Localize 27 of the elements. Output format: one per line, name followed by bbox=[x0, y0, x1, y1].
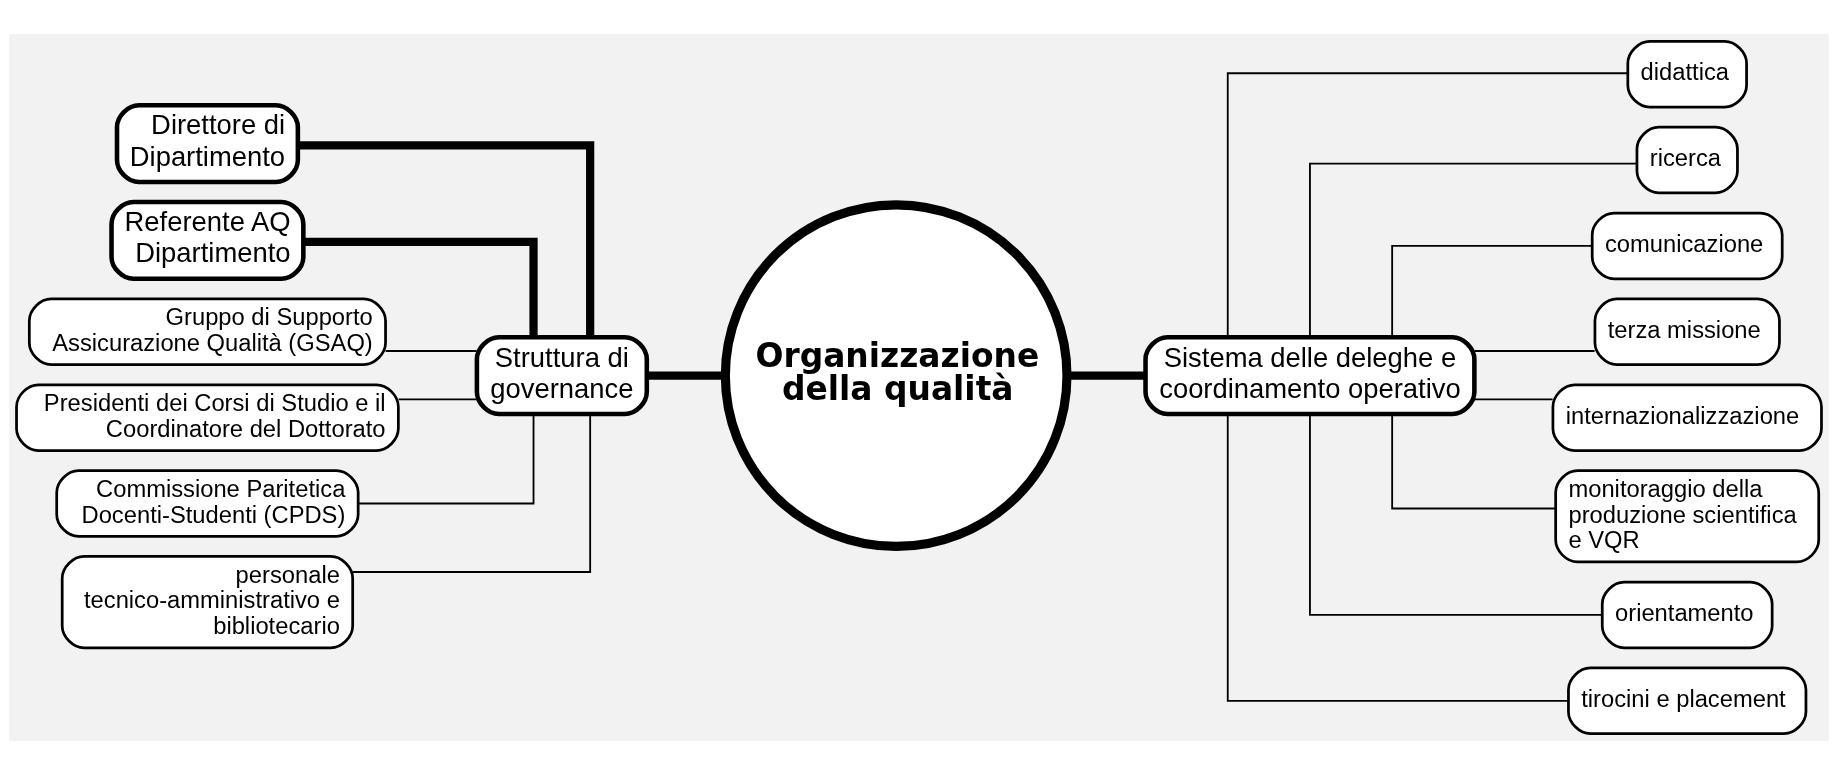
node-box: Struttura di governance bbox=[474, 334, 650, 416]
connector bbox=[397, 397, 478, 400]
connector bbox=[351, 413, 592, 573]
connector bbox=[303, 237, 538, 337]
node-box: ricerca bbox=[1635, 125, 1739, 194]
connector bbox=[1391, 244, 1593, 338]
node-box: personale tecnico-amministrativo e bibliotecario bbox=[60, 554, 355, 649]
node-box: terza missione bbox=[1593, 297, 1781, 366]
node-box: Presidenti dei Corsi di Studio e il Coordinatore del Dottorato bbox=[15, 382, 400, 452]
node-box: Commissione Paritetica Docenti-Studenti (CPDS) bbox=[55, 468, 360, 538]
connector bbox=[298, 140, 595, 337]
node-box: comunicazione bbox=[1590, 211, 1784, 280]
node-box: tirocini e placement bbox=[1567, 666, 1808, 735]
node-box: internazionalizzazione bbox=[1551, 382, 1823, 452]
node-box: monitoraggio della produzione scientifica e VQR bbox=[1554, 468, 1821, 563]
node-box: Direttore di Dipartimento bbox=[114, 102, 301, 184]
node-box: Referente AQ Dipartimento bbox=[109, 199, 306, 281]
connector bbox=[1473, 349, 1596, 352]
connector bbox=[384, 349, 478, 352]
connector bbox=[1473, 397, 1554, 400]
node-circle: Organizzazione della qualità bbox=[720, 199, 1072, 551]
node-box: didattica bbox=[1626, 39, 1748, 108]
node-box: orientamento bbox=[1600, 580, 1774, 649]
connector bbox=[1309, 162, 1638, 338]
connector bbox=[1226, 71, 1629, 338]
node-box: Sistema delle deleghe e coordinamento operativo bbox=[1143, 334, 1477, 416]
node-box: Gruppo di Supporto Assicurazione Qualità (GSAQ) bbox=[27, 297, 387, 366]
